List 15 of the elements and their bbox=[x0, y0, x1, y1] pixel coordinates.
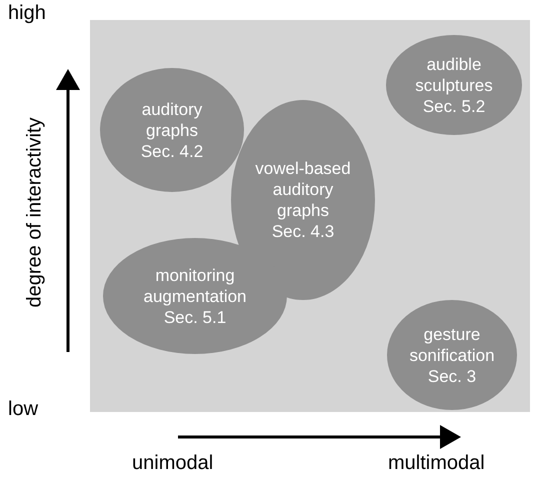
topic-label: monitoring augmentation bbox=[142, 264, 248, 306]
section-reference: Sec. 4.2 bbox=[140, 140, 204, 162]
section-reference: Sec. 3 bbox=[428, 366, 476, 386]
axis-end-label: high bbox=[8, 2, 46, 25]
topic-label: vowel-based auditory graphs bbox=[254, 158, 352, 221]
axis-end-label: unimodal bbox=[132, 452, 214, 475]
axis-title: degree of interactivity bbox=[24, 116, 47, 308]
section-reference: Sec. 4.3 bbox=[272, 221, 334, 242]
section-reference: Sec. 5.2 bbox=[422, 96, 486, 116]
section-reference: Sec. 5.1 bbox=[164, 306, 226, 328]
topic-label: auditory graphs bbox=[140, 98, 204, 140]
axis-end-label: multimodal bbox=[388, 452, 485, 475]
axis-end-label: low bbox=[8, 398, 38, 421]
topic-label: audible sculptures bbox=[414, 54, 494, 96]
topic-label: gesture sonification bbox=[408, 324, 496, 366]
